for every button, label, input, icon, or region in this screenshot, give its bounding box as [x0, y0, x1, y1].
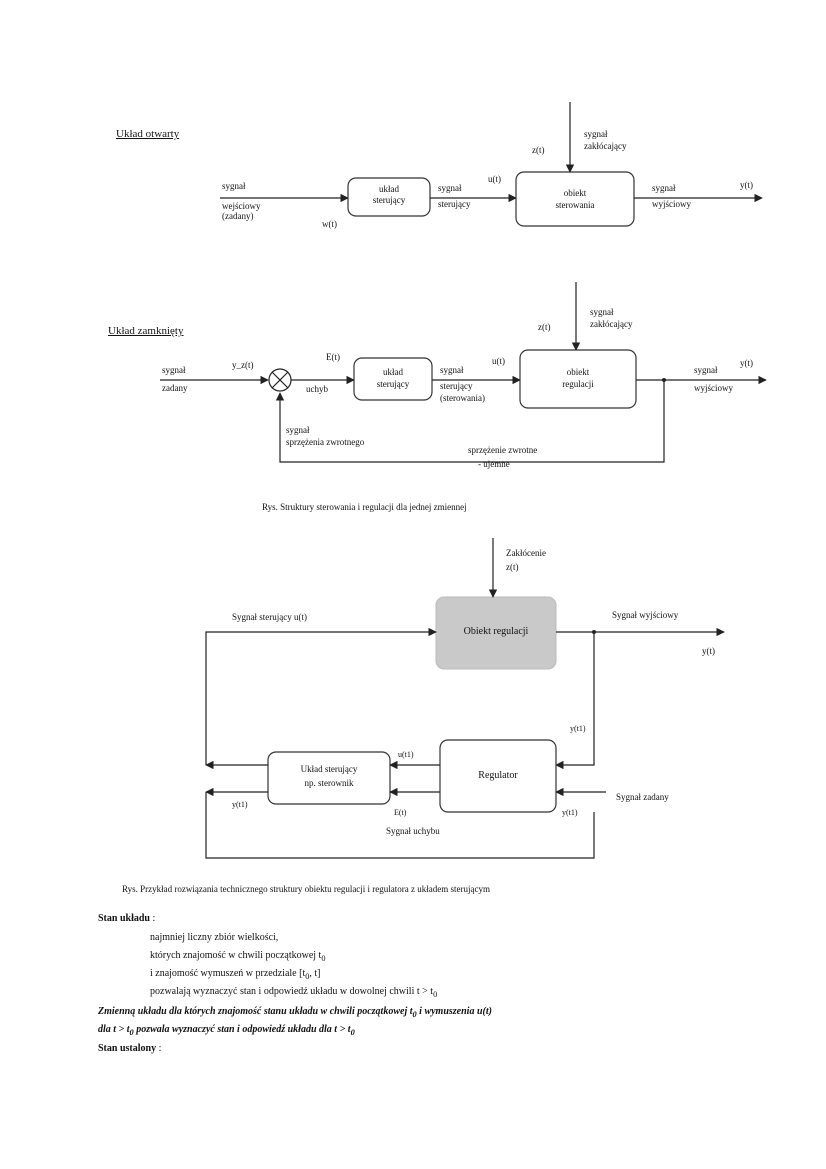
- d1-disturbance-var: z(t): [532, 145, 545, 155]
- d3-control-path: [205, 627, 437, 765]
- d2-control-var: u(t): [492, 356, 505, 366]
- technical-diagram: [205, 538, 725, 859]
- d3-e-var: E(t): [394, 808, 407, 817]
- d1-disturbance-label: sygnał zakłócający: [584, 129, 627, 151]
- d3-bottom-loop: [205, 792, 595, 859]
- text-line-6: Zmienną układu dla których znajomość sta…: [98, 1006, 492, 1019]
- text-line-4: i znajomość wymuszeń w przedziale [t0, t…: [150, 968, 321, 981]
- d1-control-box-label: układ sterujący: [372, 184, 406, 205]
- d2-disturbance-var: z(t): [538, 322, 551, 332]
- d3-output-label: Sygnał wyjściowy: [612, 610, 679, 620]
- d3-u-var: u(t1): [398, 750, 414, 759]
- open-loop-diagram: [220, 102, 763, 227]
- d3-disturbance-label: Zakłócenie z(t): [506, 548, 546, 572]
- d2-disturbance-label: sygnał zakłócający: [590, 307, 633, 329]
- text-line-7: dla t > t0 pozwala wyznaczyć stan i odpo…: [98, 1024, 355, 1037]
- d2-error-var: E(t): [326, 352, 340, 362]
- d2-control-signal-label: sygnał sterujący (sterowania): [440, 365, 485, 403]
- d3-yz-var: y(t1): [232, 800, 248, 809]
- d2-error-label: uchyb: [306, 384, 328, 394]
- d3-plant-box-label: Obiekt regulacji: [463, 626, 529, 637]
- d1-heading: Układ otwarty: [116, 128, 180, 140]
- caption-2: Rys. Przykład rozwiązania technicznego s…: [122, 884, 491, 894]
- d3-setpoint-var: y(t1): [562, 808, 578, 817]
- d1-plant-box: [515, 171, 635, 227]
- text-line-2: najmniej liczny zbiór wielkości,: [150, 932, 279, 943]
- d1-control-box: [347, 177, 431, 217]
- d1-output-label: sygnał wyjściowy: [652, 183, 691, 209]
- d2-feedback-type-label: sprzężenie zwrotne - ujemne: [468, 445, 538, 469]
- d1-plant-box-label: obiekt sterowania: [555, 188, 595, 210]
- d3-output-feedback: [555, 632, 595, 770]
- steady-state-heading: Stan ustalony :: [98, 1043, 162, 1054]
- d3-setpoint-label: Sygnał zadany: [616, 792, 669, 802]
- text-line-3: których znajomość w chwili początkowej t…: [150, 950, 326, 963]
- text-line-5: pozwalają wyznaczyć stan i odpowiedź ukł…: [150, 986, 438, 999]
- d3-controller-label: Układ sterujący np. sterownik: [300, 764, 358, 788]
- d2-heading: Układ zamknięty: [108, 325, 184, 337]
- d1-input-label: sygnał wejściowy (zadany): [222, 181, 261, 221]
- d3-error-label: Sygnał uchybu: [386, 826, 440, 836]
- d2-input-var: y_z(t): [232, 360, 254, 370]
- d1-control-signal-label: sygnał sterujący: [438, 183, 471, 209]
- d3-regulator-label: Regulator: [478, 770, 518, 781]
- d2-plant-box-label: obiekt regulacji: [562, 367, 594, 389]
- state-definition-heading: Stan układu :: [98, 913, 156, 924]
- d1-control-var: u(t): [488, 174, 501, 184]
- d2-feedback-path: [275, 380, 665, 463]
- d2-output-var: y(t): [740, 358, 753, 368]
- d2-control-box-label: układ sterujący: [376, 367, 410, 389]
- d3-output-var: y(t): [702, 646, 715, 656]
- d2-control-box: [353, 357, 433, 401]
- d2-output-label: sygnał wyjściowy: [694, 365, 733, 393]
- d3-regulator-box: [439, 739, 557, 813]
- d1-output-var: y(t): [740, 180, 753, 190]
- closed-loop-diagram: [160, 282, 767, 463]
- d2-branch-point: [662, 378, 666, 382]
- d3-branch-point: [592, 630, 596, 634]
- d3-y-feedback-var: y(t1): [570, 724, 586, 733]
- caption-1: Rys. Struktury sterowania i regulacji dl…: [262, 502, 467, 512]
- d2-sum-cross2: [271, 371, 289, 389]
- d2-feedback-label: sygnał sprzężenia zwrotnego: [286, 425, 365, 447]
- d3-controller-box: [267, 751, 391, 805]
- d3-control-signal-label: Sygnał sterujący u(t): [232, 612, 307, 622]
- d1-input-var: w(t): [322, 219, 337, 229]
- d2-input-label: sygnał zadany: [162, 365, 188, 393]
